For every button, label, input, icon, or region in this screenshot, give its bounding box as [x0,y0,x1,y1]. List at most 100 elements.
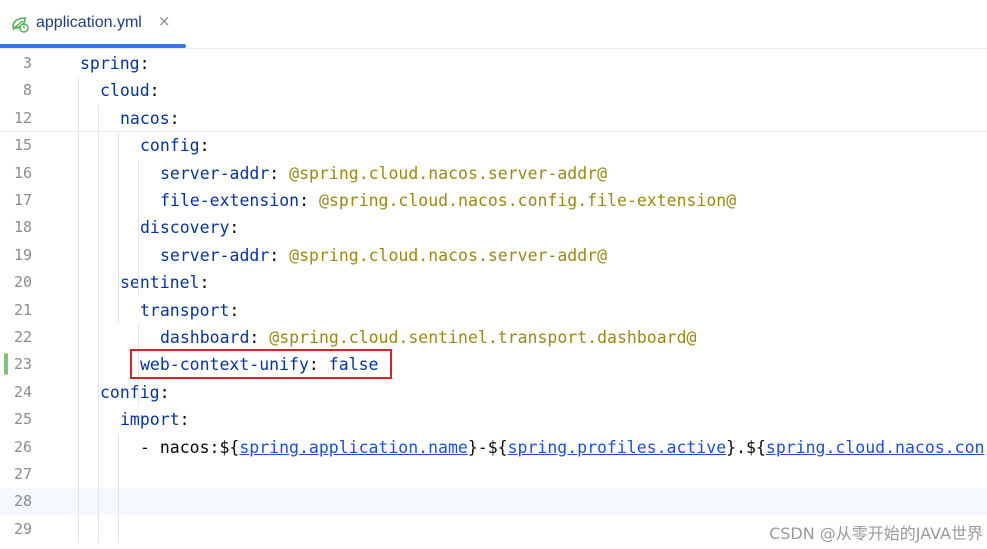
indent-guide [118,132,119,324]
line-number: 15 [13,136,32,155]
line-number: 17 [13,191,32,209]
line-number: 20 [13,273,32,292]
yaml-value: @spring.cloud.nacos.server-addr@ [289,163,608,183]
line-number: 16 [13,163,32,182]
indent-guide [138,159,139,297]
yaml-value: @spring.cloud.sentinel.transport.dashboa… [269,328,697,347]
yaml-colon: : [199,136,210,156]
code-text: web-context-unify: false [140,351,378,378]
code-text: file-extension: @spring.cloud.nacos.conf… [160,187,736,214]
editor-tab-bar: application.yml × [0,0,987,49]
yaml-colon: : [249,328,270,347]
code-line[interactable]: 18 discovery: [0,214,987,241]
code-text: config: [140,132,210,159]
yaml-colon: : [229,218,240,238]
yaml-colon: : [149,81,160,101]
yaml-value: @spring.cloud.nacos.server-addr@ [289,245,608,265]
code-line[interactable]: 22 dashboard: @spring.cloud.sentinel.tran… [0,324,987,351]
line-number: 29 [13,519,32,538]
code-line[interactable]: 29 [0,516,987,543]
yaml-colon: : [139,54,150,73]
code-text: discovery: [140,214,239,241]
line-number: 21 [13,300,32,319]
annotation-highlight-box [130,349,392,379]
line-number: 26 [13,437,32,456]
yaml-key: sentinel [120,273,200,293]
code-line[interactable]: 8 cloud: [0,77,987,104]
line-number: 19 [13,245,32,264]
line-number: 3 [22,54,32,72]
yaml-key: spring [80,54,140,73]
yaml-key: discovery [140,218,230,238]
yaml-colon: : [199,273,210,293]
code-line[interactable]: 26 - nacos:${spring.application.name}-${s… [0,434,987,461]
close-icon[interactable]: × [158,12,171,30]
code-line[interactable]: 28 [0,488,987,516]
yaml-colon: : [308,355,329,375]
yaml-colon: : [179,410,190,430]
yaml-key: config [100,382,160,402]
code-line[interactable]: 17 file-extension: @spring.cloud.nacos.co… [0,187,987,214]
tab-label: application.yml [36,14,142,31]
indent-guide [78,77,79,544]
code-line[interactable]: 15 config: [0,132,987,159]
yaml-key: transport [140,300,230,320]
indent-guide [98,104,99,544]
import-prefix: nacos:${ [159,437,240,457]
yaml-key: dashboard [160,328,250,347]
code-line[interactable]: 20 sentinel: [0,269,987,296]
code-line[interactable]: 19 server-addr: @spring.cloud.nacos.serve… [0,242,987,269]
indent-guide [138,324,139,407]
code-line[interactable]: 27 [0,461,987,488]
yaml-colon: : [169,108,180,128]
yaml-key: server-addr [160,245,270,265]
import-separator: }-${ [467,437,508,457]
yaml-colon: : [299,191,319,210]
yaml-key: config [140,136,200,156]
code-line[interactable]: 25 import: [0,406,987,433]
line-number: 23 [13,355,32,374]
yaml-colon: : [229,300,240,320]
sticky-header-separator [0,131,987,132]
line-number: 18 [13,218,32,237]
code-text: config: [100,379,170,406]
property-reference: spring.application.name [239,437,468,457]
code-text: - nacos:${spring.application.name}-${spr… [140,434,984,461]
code-text: dashboard: @spring.cloud.sentinel.transp… [160,324,696,351]
yaml-colon: : [269,163,290,183]
yaml-value: @spring.cloud.nacos.config.file-extensio… [318,191,737,210]
yaml-key: web-context-unify [140,355,309,375]
indent-guide [118,433,119,544]
line-number: 28 [13,492,32,511]
tab-application-yml[interactable]: application.yml × [0,0,186,48]
code-text: spring: [80,50,150,77]
code-line[interactable]: 23 web-context-unify: false [0,351,987,378]
yaml-key: import [120,410,180,430]
property-reference: spring.cloud.nacos.con [765,437,985,457]
line-number: 22 [13,328,32,346]
watermark: CSDN @从零开始的JAVA世界 [769,524,983,543]
yaml-key: nacos [120,108,170,128]
import-separator: }.${ [726,437,766,457]
yaml-key: server-addr [160,163,270,183]
code-line[interactable]: 21 transport: [0,297,987,324]
yaml-colon: : [269,245,290,265]
code-text: cloud: [100,77,160,104]
code-text: sentinel: [120,269,209,296]
code-text: transport: [140,297,239,324]
code-text: server-addr: @spring.cloud.nacos.server-… [160,160,607,187]
change-marker [4,353,8,376]
active-tab-indicator [0,44,186,48]
line-number: 25 [13,410,32,429]
line-number: 27 [13,465,32,483]
code-text: import: [120,406,190,433]
yaml-boolean: false [328,355,379,375]
code-line[interactable]: 16 server-addr: @spring.cloud.nacos.serve… [0,160,987,187]
property-reference: spring.profiles.active [507,437,727,457]
line-number: 8 [22,81,32,100]
code-line[interactable]: 3 spring: [0,50,987,77]
yaml-key: file-extension [160,191,300,210]
yaml-key: cloud [100,81,150,101]
